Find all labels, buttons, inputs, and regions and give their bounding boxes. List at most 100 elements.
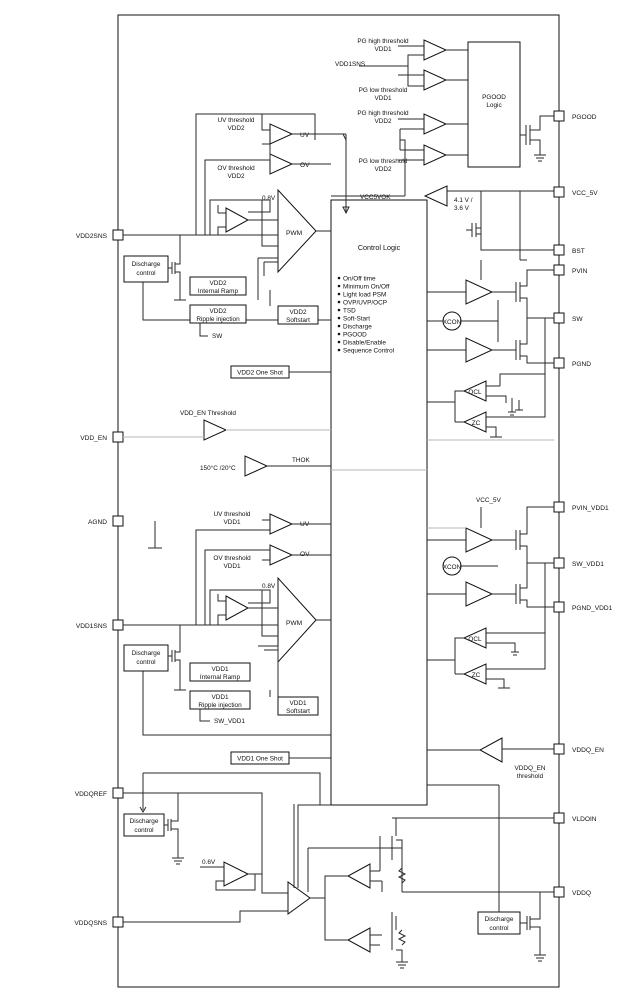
- vdd2-arrow: [342, 133, 350, 215]
- vdd1-discharge-block: [123, 644, 169, 672]
- bullet: [337, 332, 341, 336]
- vdd2-one-shot-label: VDD2 One Shot: [237, 370, 283, 377]
- vdd2-uv-comparator: [269, 123, 294, 145]
- vdd1-ripple-sub: Ripple injection: [198, 702, 242, 709]
- vdd2-power-wiring: [427, 260, 554, 364]
- vdd1-discharge-sub: control: [136, 659, 155, 666]
- vdd2-ripple-block: [189, 304, 247, 324]
- misc-control-lines: [123, 436, 554, 529]
- pin-pad: [553, 501, 565, 513]
- pg-low-vdd2-sub: VDD2: [374, 166, 391, 173]
- pin-pad: [112, 515, 124, 527]
- pin-vdd-en: VDD_EN: [80, 431, 124, 443]
- vdd2-pwm-comparator: [277, 188, 317, 274]
- pin-vldoin: VLDOIN: [553, 812, 597, 824]
- vdd1-power-wiring: [427, 506, 554, 608]
- pin-pad: [553, 244, 565, 256]
- vddq-upper-driver: [346, 863, 371, 889]
- vdd-en-comparator: [203, 419, 228, 441]
- pin-label: VDD1SNS: [76, 623, 108, 630]
- control-item: TSD: [343, 308, 356, 315]
- pg-low-vdd2-label: PG low threshold: [359, 158, 408, 165]
- vdd1-softstart-block: [277, 696, 319, 716]
- vddq-sense-wiring: [123, 804, 331, 923]
- vdd2-discharge-sub: control: [136, 270, 155, 277]
- vdd2-discharge-mosfet: [168, 235, 186, 301]
- pin-sw: SW: [553, 312, 583, 324]
- vddq-ref-amp: [223, 861, 250, 887]
- control-item: Soft-Start: [343, 316, 370, 323]
- vdd1-wiring: [123, 519, 331, 736]
- pgood-logic-sub: Logic: [486, 102, 502, 109]
- pin-label: PGOOD: [572, 114, 597, 121]
- thermal-label: 150°C /20°C: [200, 464, 236, 472]
- vdd1-discharge-mosfet: [168, 625, 186, 691]
- vddq-ref-wiring: [123, 772, 321, 872]
- vdd1-channel: UV threshold VDD1 UV OV threshold VDD1 O…: [123, 511, 331, 765]
- pin-pad: [553, 601, 565, 613]
- vdd2-uv-label: UV: [300, 132, 310, 139]
- pin-label: SW_VDD1: [572, 561, 604, 568]
- pg-high-vdd1-label: PG high threshold: [357, 38, 409, 45]
- ocl-comparator: [462, 380, 487, 402]
- pin-vddq-en: VDDQ_EN: [553, 743, 604, 755]
- pin-pgnd: PGND: [553, 357, 591, 369]
- vdd1-ocl-comparator: [462, 627, 487, 649]
- vdd1-uv-threshold-sub: VDD1: [223, 519, 240, 526]
- vddq-out-discharge-label: Discharge: [485, 916, 514, 923]
- vdd2-sw-wire: [199, 323, 208, 337]
- vdd1-vcc-5v-label: VCC_5V: [476, 497, 502, 504]
- pin-pad: [112, 619, 124, 631]
- control-logic-title: Control Logic: [358, 243, 401, 252]
- control-item: OVP/UVP/OCP: [343, 300, 387, 307]
- vdd1-softstart-sub: Softstart: [286, 708, 310, 715]
- pin-label: PGND_VDD1: [572, 605, 613, 612]
- vdd2-ripple-label: VDD2: [209, 308, 226, 315]
- vdd1-ramp-label: VDD1: [211, 666, 228, 673]
- pin-label: VDDQREF: [75, 791, 107, 798]
- pin-label: AGND: [88, 519, 107, 526]
- vdd-en-threshold-label: VDD_EN Threshold: [180, 410, 236, 417]
- vddq-ldo-wiring: [307, 817, 554, 969]
- vddq-resistor: [397, 867, 407, 946]
- ocl-label: OCL: [468, 389, 482, 396]
- vdd1-ov-comparator: [269, 544, 294, 566]
- bullet: [337, 348, 341, 352]
- pin-vddqsns: VDDQSNS: [74, 916, 124, 928]
- vdd1-ocl-label: OCL: [468, 636, 482, 643]
- pin-pad: [553, 743, 565, 755]
- vddq-ref-discharge-label: Discharge: [130, 818, 159, 825]
- bst-switch: [466, 223, 482, 250]
- pin-pad: [553, 886, 565, 898]
- control-item: Sequence Control: [343, 348, 394, 355]
- vdd1-ov-threshold: OV threshold: [213, 555, 251, 562]
- vdd1-error-amp: [225, 595, 250, 621]
- vddq-en-threshold-sub: threshold: [517, 773, 544, 780]
- uvlo-threshold-2: 3.6 V: [454, 205, 470, 212]
- pin-pad: [553, 557, 565, 569]
- bullet: [337, 284, 341, 288]
- vdd2-softstart-block: [277, 305, 319, 325]
- vdd2-pwm-label: PWM: [286, 230, 302, 237]
- xcon-label: XCON: [443, 319, 462, 326]
- vdd1-softstart-label: VDD1: [289, 700, 306, 707]
- vddq-section: VDDQ_EN threshold Discharge control 0.6V…: [123, 737, 554, 969]
- pg-high-vdd1-sub: VDD1: [374, 46, 391, 53]
- control-item: On/Off time: [343, 276, 376, 283]
- vddq-out-discharge-sub: control: [489, 925, 508, 932]
- pin-label: BST: [572, 248, 585, 255]
- pin-label: VDD_EN: [80, 435, 107, 442]
- pin-label: VDDQ_EN: [572, 747, 604, 754]
- pin-vddqref: VDDQREF: [75, 787, 124, 799]
- vdd1-ripple-label: VDD1: [211, 694, 228, 701]
- control-logic-list: On/Off time Minimum On/Off Light load PS…: [337, 276, 394, 355]
- vddq-out-discharge-wiring: [427, 784, 546, 962]
- pgood-mosfet: [520, 115, 554, 162]
- pg-comparator: [423, 113, 448, 135]
- vdd1sns-label: VDD1SNS: [335, 61, 365, 68]
- pin-label: VDD2SNS: [76, 233, 108, 240]
- vdd2-softstart-sub: Softstart: [286, 317, 310, 324]
- vdd1-power-stage: VCC_5V XCON OCL ZC: [427, 497, 554, 689]
- ocl-zc-wiring: [427, 318, 546, 438]
- pin-pad: [553, 812, 565, 824]
